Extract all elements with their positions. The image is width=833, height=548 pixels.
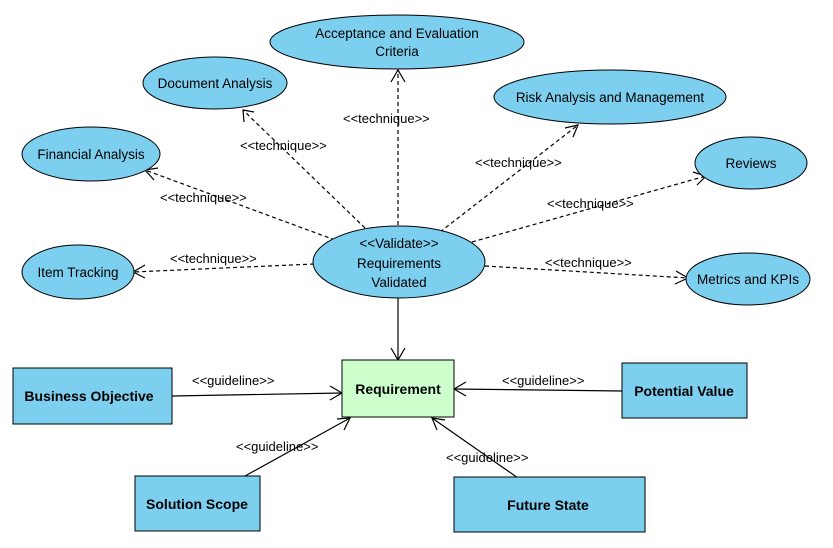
box-business-objective[interactable]: Business Objective <box>12 367 173 425</box>
box-solution-scope[interactable]: Solution Scope <box>134 475 261 532</box>
label-guideline-potential: <<guideline>> <box>502 373 584 388</box>
technique-nodes: Acceptance and Evaluation Criteria Docum… <box>21 14 811 306</box>
edge-future-state-arrowhead <box>431 417 446 431</box>
label-technique-reviews: <<technique>> <box>547 196 634 211</box>
edge-risk-analysis <box>439 124 579 233</box>
box-potential-value-label: Potential Value <box>634 383 734 399</box>
center-stereotype: <<Validate>> <box>359 236 438 251</box>
edge-document-analysis <box>242 109 366 229</box>
label-technique-acceptance: <<technique>> <box>343 111 430 126</box>
node-acceptance-line1: Acceptance and Evaluation <box>315 26 479 41</box>
box-business-objective-label: Business Objective <box>24 388 153 404</box>
node-risk-analysis-label: Risk Analysis and Management <box>516 90 705 105</box>
edge-financial-analysis <box>144 169 336 241</box>
label-guideline-solution: <<guideline>> <box>236 439 318 454</box>
edge-metrics <box>484 265 689 279</box>
node-reviews-label: Reviews <box>725 156 776 171</box>
edge-reviews <box>471 175 707 243</box>
label-technique-metrics: <<technique>> <box>545 255 632 270</box>
label-technique-item-tracking: <<technique>> <box>170 251 257 266</box>
edge-document-analysis-arrowhead <box>242 109 255 123</box>
box-requirement[interactable]: Requirement <box>341 359 455 418</box>
edge-acceptance-arrowhead <box>390 68 406 83</box>
box-potential-value[interactable]: Potential Value <box>621 362 748 419</box>
guideline-edges <box>171 298 623 479</box>
node-reviews[interactable]: Reviews <box>694 136 808 190</box>
node-item-tracking-label: Item Tracking <box>37 265 118 280</box>
node-financial-analysis-label: Financial Analysis <box>37 147 145 162</box>
edge-solution-scope <box>244 417 351 477</box>
edge-item-tracking <box>132 263 315 273</box>
node-risk-analysis[interactable]: Risk Analysis and Management <box>493 69 727 125</box>
box-future-state[interactable]: Future State <box>453 476 646 533</box>
box-solution-scope-label: Solution Scope <box>146 496 248 512</box>
node-metrics-kpis-label: Metrics and KPIs <box>697 272 799 287</box>
edge-solution-scope-arrowhead <box>336 417 352 431</box>
node-item-tracking[interactable]: Item Tracking <box>21 244 135 300</box>
label-guideline-business: <<guideline>> <box>192 373 274 388</box>
box-future-state-label: Future State <box>507 497 589 513</box>
label-technique-financial: <<technique>> <box>160 190 247 205</box>
edge-business-objective <box>171 392 343 397</box>
node-financial-analysis[interactable]: Financial Analysis <box>21 126 161 182</box>
node-metrics-kpis[interactable]: Metrics and KPIs <box>685 252 811 306</box>
edge-labels: <<technique>> <<technique>> <<technique>… <box>160 111 634 465</box>
label-technique-risk: <<technique>> <box>475 155 562 170</box>
node-acceptance-criteria[interactable]: Acceptance and Evaluation Criteria <box>269 14 525 70</box>
edge-potential-value <box>453 388 623 392</box>
node-acceptance-line2: Criteria <box>375 44 419 59</box>
node-document-analysis[interactable]: Document Analysis <box>142 56 288 110</box>
class-boxes: Requirement Business Objective Potential… <box>12 359 748 533</box>
label-technique-document: <<technique>> <box>240 138 327 153</box>
edge-future-state <box>431 417 519 479</box>
box-requirement-label: Requirement <box>355 381 441 397</box>
center-line2: Validated <box>371 275 426 290</box>
node-requirements-validated[interactable]: <<Validate>> Requirements Validated <box>312 225 486 299</box>
label-guideline-future: <<guideline>> <box>446 450 528 465</box>
node-document-analysis-label: Document Analysis <box>158 76 273 91</box>
edge-risk-analysis-arrowhead <box>564 124 580 138</box>
center-line1: Requirements <box>357 256 441 271</box>
